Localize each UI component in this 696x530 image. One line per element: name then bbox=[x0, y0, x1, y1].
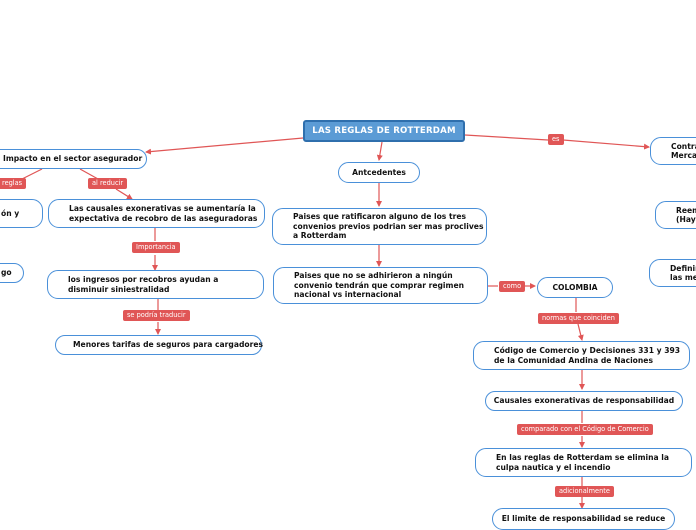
link-label-como: como bbox=[499, 281, 526, 293]
link-label-normas: normas que coinciden bbox=[538, 313, 619, 325]
topic-right-cut-1-line1: Contra bbox=[671, 141, 696, 151]
topic-causales-aseguradoras[interactable]: Las causales exonerativas se aumentaría … bbox=[48, 199, 265, 228]
topic-limite-responsabilidad[interactable]: El limite de responsabilidad se reduce bbox=[492, 508, 675, 530]
topic-right-cut-1[interactable]: Contra Mercan bbox=[650, 137, 696, 165]
link-normas-codigo bbox=[577, 323, 584, 341]
topic-causales-aseguradoras-line1: Las causales exonerativas se aumentaría … bbox=[69, 204, 256, 214]
topic-paises-no-adhirieron-line2: convenio tendrán que comprar regimen bbox=[294, 280, 464, 290]
topic-left-cut-2-label: go bbox=[1, 268, 12, 278]
topic-causales-responsabilidad[interactable]: Causales exonerativas de responsabilidad bbox=[485, 391, 683, 411]
topic-paises-no-adhirieron-line1: Paises que no se adhirieron a ningún bbox=[294, 271, 453, 281]
topic-culpa-nautica[interactable]: En las reglas de Rotterdam se elimina la… bbox=[475, 448, 692, 477]
topic-right-cut-2-line1: Reem bbox=[676, 205, 696, 215]
link-root-antecedentes bbox=[376, 141, 383, 161]
link-impacto-alreducir bbox=[79, 168, 99, 180]
topic-left-cut-1-label: ón y bbox=[1, 208, 20, 218]
link-label-reglas: reglas bbox=[0, 178, 27, 190]
topic-impacto[interactable]: Impacto en el sector asegurador bbox=[0, 149, 147, 169]
topic-ingresos-recobros-line2: disminuir siniestralidad bbox=[68, 284, 170, 294]
topic-paises-ratificaron[interactable]: Paises que ratificaron alguno de los tre… bbox=[272, 208, 487, 245]
topic-colombia[interactable]: COLOMBIA bbox=[537, 277, 613, 298]
topic-culpa-nautica-line1: En las reglas de Rotterdam se elimina la bbox=[496, 453, 670, 463]
topic-colombia-label: COLOMBIA bbox=[552, 282, 598, 292]
link-label-importancia: Importancia bbox=[132, 242, 180, 254]
topic-antecedentes[interactable]: Antcedentes bbox=[338, 162, 420, 183]
topic-ingresos-recobros-line1: los ingresos por recobros ayudan a bbox=[68, 275, 219, 285]
topic-menores-tarifas-label: Menores tarifas de seguros para cargador… bbox=[73, 340, 264, 350]
topic-paises-ratificaron-line2: convenios previos podrian ser mas procli… bbox=[293, 221, 484, 231]
link-label-adicionalmente: adicionalmente bbox=[555, 486, 614, 498]
link-label-comparado: comparado con el Código de Comercio bbox=[517, 424, 653, 436]
topic-right-cut-2[interactable]: Reem (Haya bbox=[655, 201, 696, 229]
link-label-al-reducir: al reducir bbox=[88, 178, 128, 190]
topic-paises-no-adhirieron-line3: nacional vs internacional bbox=[294, 290, 402, 300]
topic-limite-responsabilidad-label: El limite de responsabilidad se reduce bbox=[501, 514, 666, 523]
topic-menores-tarifas[interactable]: Menores tarifas de seguros para cargador… bbox=[55, 335, 264, 355]
link-label-es: es bbox=[548, 134, 564, 146]
link-alreducir-causales bbox=[115, 188, 133, 200]
topic-left-cut-2[interactable]: go bbox=[0, 263, 24, 283]
topic-paises-no-adhirieron[interactable]: Paises que no se adhirieron a ningún con… bbox=[273, 267, 488, 304]
root-topic-label: LAS REGLAS DE ROTTERDAM bbox=[312, 125, 456, 136]
topic-causales-aseguradoras-line2: expectativa de recobro de las asegurador… bbox=[69, 213, 258, 223]
topic-ingresos-recobros[interactable]: los ingresos por recobros ayudan a dismi… bbox=[47, 270, 264, 299]
topic-right-cut-3-line2: las me bbox=[670, 273, 696, 282]
topic-right-cut-2-line2: (Haya bbox=[676, 215, 696, 224]
topic-codigo-comercio-line2: de la Comunidad Andina de Naciones bbox=[494, 355, 653, 365]
topic-culpa-nautica-line2: culpa nautica y el incendio bbox=[496, 462, 611, 472]
link-root-es bbox=[464, 134, 549, 141]
link-root-impacto bbox=[145, 137, 304, 155]
topic-antecedentes-label: Antcedentes bbox=[352, 167, 406, 177]
link-es-right bbox=[562, 139, 650, 150]
topic-paises-ratificaron-line1: Paises que ratificaron alguno de los tre… bbox=[293, 212, 467, 222]
root-topic[interactable]: LAS REGLAS DE ROTTERDAM bbox=[303, 120, 465, 142]
topic-right-cut-1-line2: Mercan bbox=[671, 151, 696, 160]
topic-codigo-comercio-line1: Código de Comercio y Decisiones 331 y 39… bbox=[494, 346, 681, 356]
topic-codigo-comercio[interactable]: Código de Comercio y Decisiones 331 y 39… bbox=[473, 341, 690, 370]
link-label-se-podria: se podría traducir bbox=[123, 310, 190, 322]
topic-causales-responsabilidad-label: Causales exonerativas de responsabilidad bbox=[493, 396, 675, 406]
topic-left-cut-1[interactable]: ón y bbox=[0, 199, 43, 228]
topic-paises-ratificaron-line3: a Rotterdam bbox=[293, 231, 347, 241]
topic-right-cut-3[interactable]: Definir las me bbox=[649, 259, 696, 287]
topic-right-cut-3-line1: Definir bbox=[670, 263, 696, 273]
topic-impacto-label: Impacto en el sector asegurador bbox=[3, 154, 143, 164]
